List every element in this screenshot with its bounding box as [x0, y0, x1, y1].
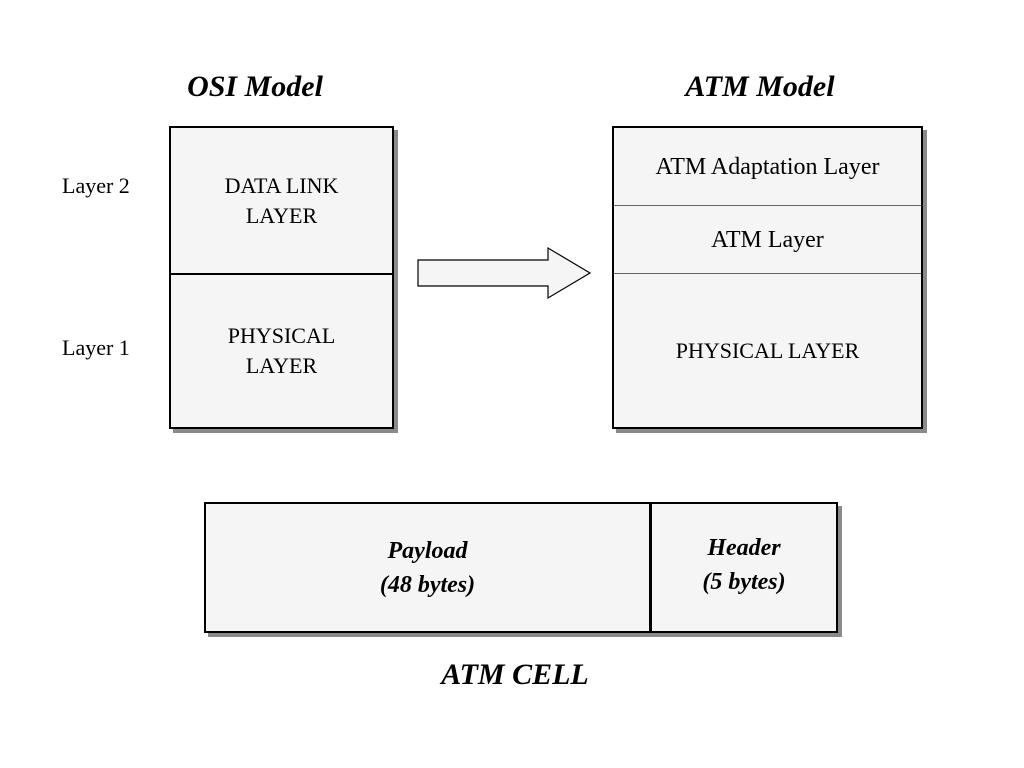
header-size: (5 bytes) — [702, 568, 786, 595]
atm-adaptation-layer: ATM Adaptation Layer — [614, 128, 921, 206]
osi-data-link-layer: DATA LINK LAYER — [171, 128, 392, 275]
layer-2-label: Layer 2 — [62, 173, 130, 198]
atm-layer: ATM Layer — [614, 206, 921, 274]
atm-model-title: ATM Model — [685, 70, 835, 103]
header-label: Header — [707, 534, 781, 561]
atm-model-stack: ATM Adaptation Layer ATM Layer PHYSICAL … — [612, 126, 923, 429]
layer-1-label: Layer 1 — [62, 335, 130, 360]
osi-data-link-line-1: DATA LINK — [224, 172, 339, 198]
cell-payload-field: Payload (48 bytes) — [206, 504, 652, 631]
osi-model-stack: DATA LINK LAYER PHYSICAL LAYER — [169, 126, 394, 429]
cell-header-field: Header (5 bytes) — [652, 504, 836, 631]
osi-physical-layer: PHYSICAL LAYER — [171, 275, 392, 427]
atm-physical-layer-label: PHYSICAL LAYER — [675, 337, 860, 363]
payload-label: Payload — [387, 537, 468, 564]
atm-layer-label: ATM Layer — [711, 226, 824, 253]
mapping-arrow-icon — [417, 246, 592, 300]
osi-physical-line-1: PHYSICAL — [227, 323, 336, 348]
atm-cell-diagram: Payload (48 bytes) Header (5 bytes) — [204, 502, 838, 633]
atm-cell-title: ATM CELL — [441, 658, 589, 691]
osi-model-title: OSI Model — [187, 70, 323, 103]
atm-physical-layer: PHYSICAL LAYER — [614, 274, 921, 427]
payload-size: (48 bytes) — [379, 571, 476, 598]
osi-physical-line-2: LAYER — [245, 353, 318, 378]
atm-adaptation-layer-label: ATM Adaptation Layer — [655, 153, 880, 180]
osi-data-link-line-2: LAYER — [245, 202, 318, 228]
